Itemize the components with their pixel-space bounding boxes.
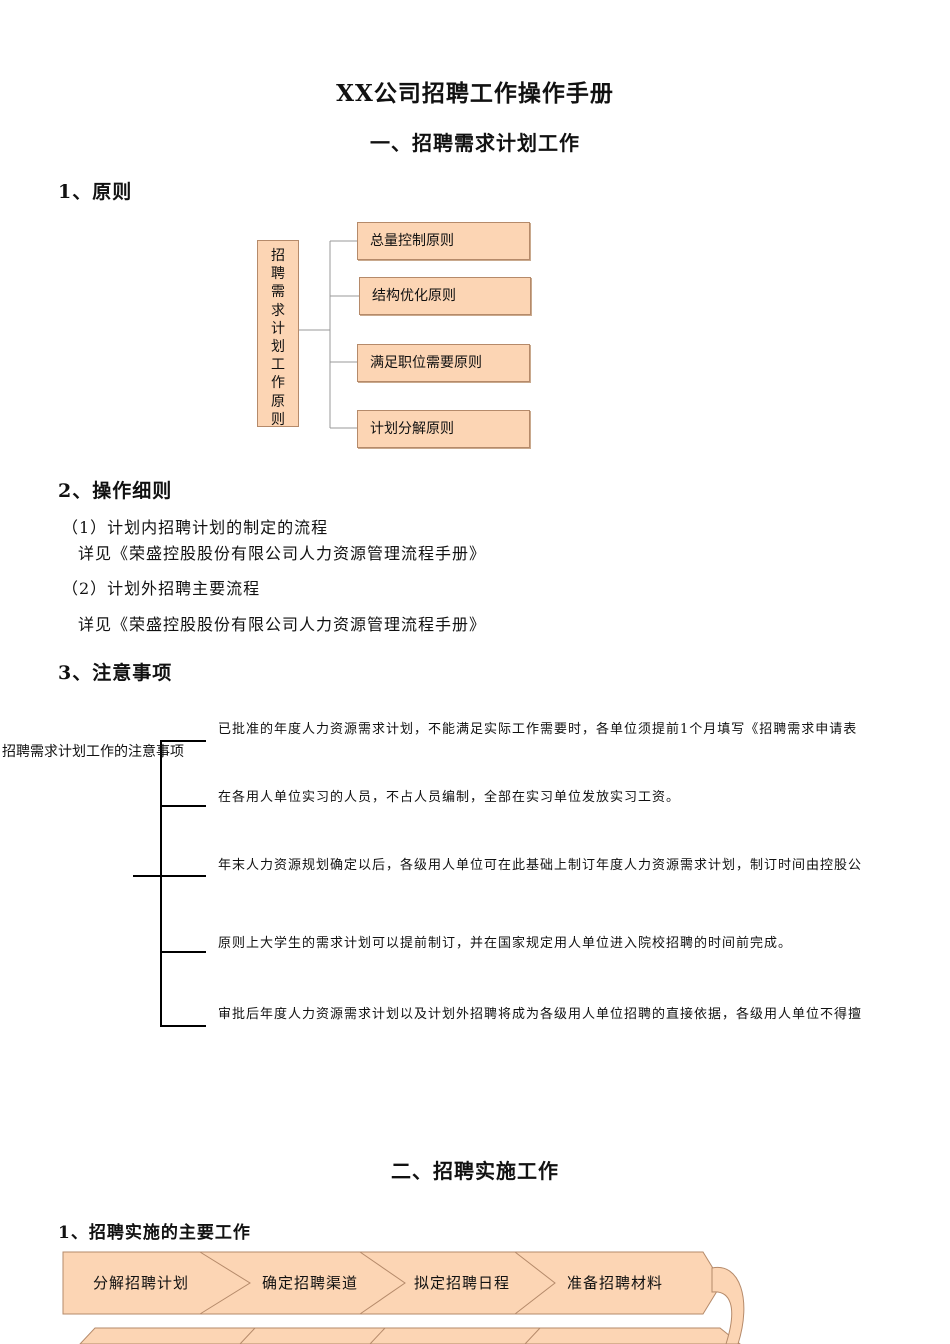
note-item: 在各用人单位实习的人员，不占人员编制，全部在实习单位发放实习工资。 bbox=[218, 790, 681, 805]
process-step: 确定招聘渠道 bbox=[262, 1274, 359, 1292]
note-item: 审批后年度人力资源需求计划以及计划外招聘将成为各级用人单位招聘的直接依据，各级用… bbox=[218, 1007, 863, 1022]
operations-heading: 2、操作细则 bbox=[58, 480, 173, 502]
note-item: 原则上大学生的需求计划可以提前制订，并在国家规定用人单位进入院校招聘的时间前完成… bbox=[218, 936, 793, 951]
notes-root-label: 招聘需求计划工作的注意事项 bbox=[2, 744, 184, 760]
principle-item: 总量控制原则 bbox=[357, 222, 530, 260]
principle-item: 结构优化原则 bbox=[359, 277, 531, 315]
note-item: 已批准的年度人力资源需求计划，不能满足实际工作需要时，各单位须提前1个月填写《招… bbox=[218, 722, 858, 737]
operations-item2-title: （2）计划外招聘主要流程 bbox=[62, 579, 261, 598]
principles-root-box: 招聘需求计划工作原则 bbox=[257, 240, 299, 428]
principle-item: 计划分解原则 bbox=[357, 410, 530, 448]
process-step: 准备招聘材料 bbox=[567, 1274, 664, 1292]
operations-item1-ref: 详见《荣盛控股股份有限公司人力资源管理流程手册》 bbox=[78, 544, 487, 563]
principles-heading: 1、原则 bbox=[58, 181, 133, 203]
principle-item: 满足职位需要原则 bbox=[357, 344, 530, 382]
process-step: 拟定招聘日程 bbox=[414, 1274, 511, 1292]
section1-heading: 一、招聘需求计划工作 bbox=[370, 131, 580, 155]
document-title: XX公司招聘工作操作手册 bbox=[336, 80, 614, 107]
process-step: 分解招聘计划 bbox=[93, 1274, 190, 1292]
principles-root-label: 招聘需求计划工作原则 bbox=[271, 248, 285, 428]
notes-heading: 3、注意事项 bbox=[58, 662, 173, 684]
main-work-heading: 1、招聘实施的主要工作 bbox=[58, 1223, 251, 1243]
note-item: 年末人力资源规划确定以后，各级用人单位可在此基础上制订年度人力资源需求计划，制订… bbox=[218, 858, 863, 873]
operations-item1-title: （1）计划内招聘计划的制定的流程 bbox=[62, 518, 329, 537]
operations-item2-ref: 详见《荣盛控股股份有限公司人力资源管理流程手册》 bbox=[78, 615, 487, 634]
section2-heading: 二、招聘实施工作 bbox=[391, 1159, 559, 1183]
